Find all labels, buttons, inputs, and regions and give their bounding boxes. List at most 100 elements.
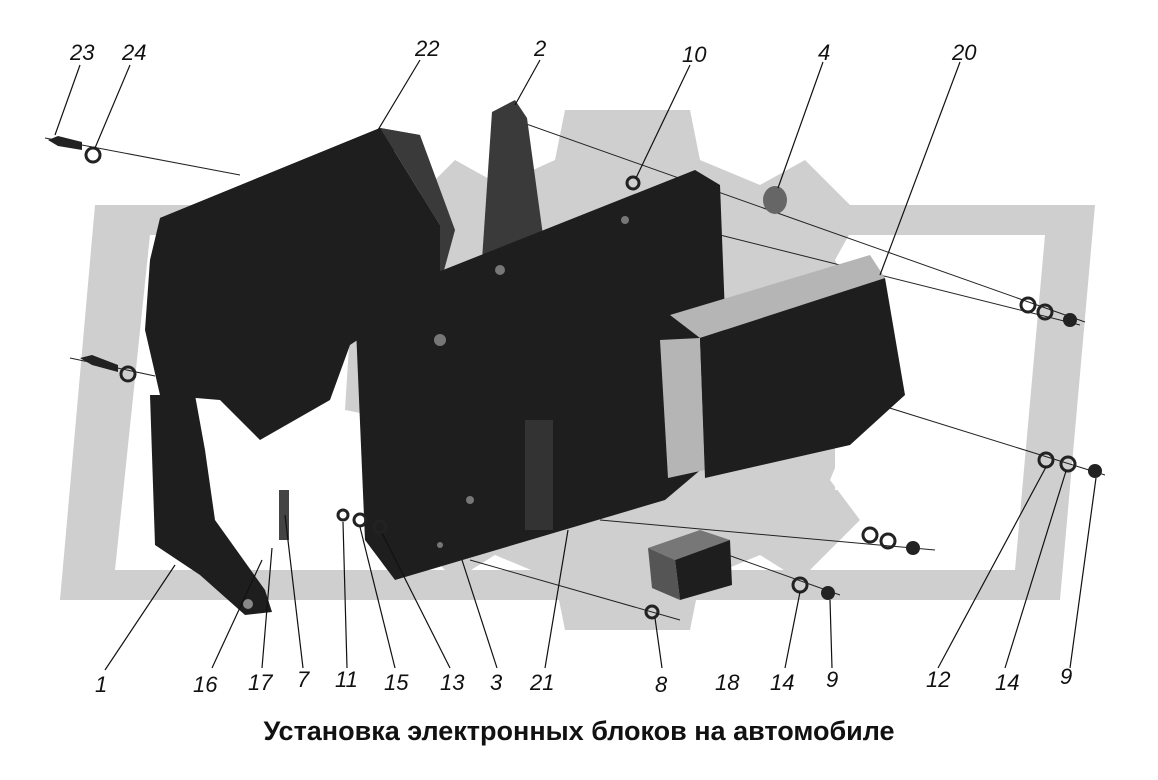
part-relay-18 [648,530,732,600]
plate-hole [466,496,474,504]
callout-1: 1 [95,672,107,697]
callout-14-right: 14 [995,670,1019,695]
plate-hole [495,265,505,275]
washer-14-right [1059,455,1077,473]
leader-3 [461,559,498,669]
fasteners [48,136,1102,620]
leader-22 [377,59,421,131]
bracket-body [150,395,272,615]
callout-22: 22 [414,36,439,61]
callout-leaders [54,59,1097,671]
leader-10 [635,64,691,179]
plate-hole [437,542,443,548]
leader-15 [359,526,396,669]
part-bracket-1 [150,395,272,615]
leader-12 [937,466,1047,669]
leader-24 [94,64,131,149]
callout-24: 24 [121,40,146,65]
washer-upper-right [1019,296,1037,314]
callout-3: 3 [490,670,503,695]
leader-4 [777,61,824,189]
nut-9-right [1088,464,1102,478]
callout-4: 4 [818,40,830,65]
axis-line [879,404,1106,476]
post-body [482,100,545,260]
washer-13 [372,519,388,535]
callout-9-mid: 9 [826,667,838,692]
unit-connector-front [660,338,705,478]
washer-upper-right [1036,303,1054,321]
leader-14-mid [784,591,801,669]
plate-hole [434,334,446,346]
axis-line [699,229,1081,326]
part-grommet-4 [763,186,787,214]
leader-8 [654,617,663,669]
relay-front [648,548,680,600]
plate-face [355,170,730,580]
washer-8 [644,604,660,620]
callout-13: 13 [440,670,465,695]
leader-9-right [1069,477,1097,669]
part-electronic-unit-20 [660,255,905,478]
unit-connector-top [670,255,885,338]
nut-upper-right [1063,313,1077,327]
part-connector-strip-21 [525,420,553,530]
axis-line [514,119,1086,323]
leader-9-mid [829,599,833,669]
axis-line [599,519,936,551]
leader-7 [284,514,304,669]
nut-lower-mid [906,541,920,555]
diagram-caption: Установка электронных блоков на автомоби… [263,716,895,746]
callout-23: 23 [69,40,95,65]
callout-7: 7 [297,667,310,692]
callout-17: 17 [248,670,273,695]
leader-11 [342,521,348,669]
washer-lower-mid [879,532,897,550]
callout-20: 20 [951,40,977,65]
plate-hole [621,216,629,224]
leader-16 [211,559,263,669]
connector-strip-body [525,420,553,530]
grommet-4-body [763,186,787,214]
unit-body [700,278,905,478]
callout-16: 16 [193,672,218,697]
bolt-left [80,355,118,372]
leader-23 [54,64,81,136]
housing-front [145,128,440,440]
leader-2 [514,59,541,106]
bolt-7-shaft [279,490,289,540]
leader-13 [381,532,451,669]
callout-8: 8 [655,672,668,697]
callout-11: 11 [335,667,358,692]
part-housing-block-22 [145,128,455,440]
part-post-2 [482,100,545,260]
callout-9-right: 9 [1060,664,1072,689]
relay-top [648,530,730,560]
callout-18: 18 [715,670,740,695]
relay-body [675,540,732,600]
callout-12: 12 [926,667,950,692]
washer-15 [352,512,368,528]
washer-11 [336,508,350,522]
housing-side [380,128,455,285]
callout-15: 15 [384,670,409,695]
callout-labels: 23 24 22 2 10 4 20 1 16 17 7 11 15 13 3 … [69,36,1072,697]
leader-20 [879,61,961,276]
callout-10: 10 [682,42,707,67]
leader-14-right [1004,470,1067,669]
washer-lower-mid [861,526,879,544]
washer-24 [84,146,102,164]
callout-14-mid: 14 [770,670,794,695]
callout-21: 21 [529,670,554,695]
washer-10 [625,175,641,191]
bracket-hole [243,599,253,609]
watermark-ellipse [180,417,370,493]
leader-1 [104,564,176,671]
leader-17 [261,547,273,669]
washer-left [119,365,137,383]
leader-21 [544,529,569,669]
bolt-23 [48,136,82,150]
part-mounting-plate-3 [355,170,730,580]
callout-2: 2 [533,36,546,61]
